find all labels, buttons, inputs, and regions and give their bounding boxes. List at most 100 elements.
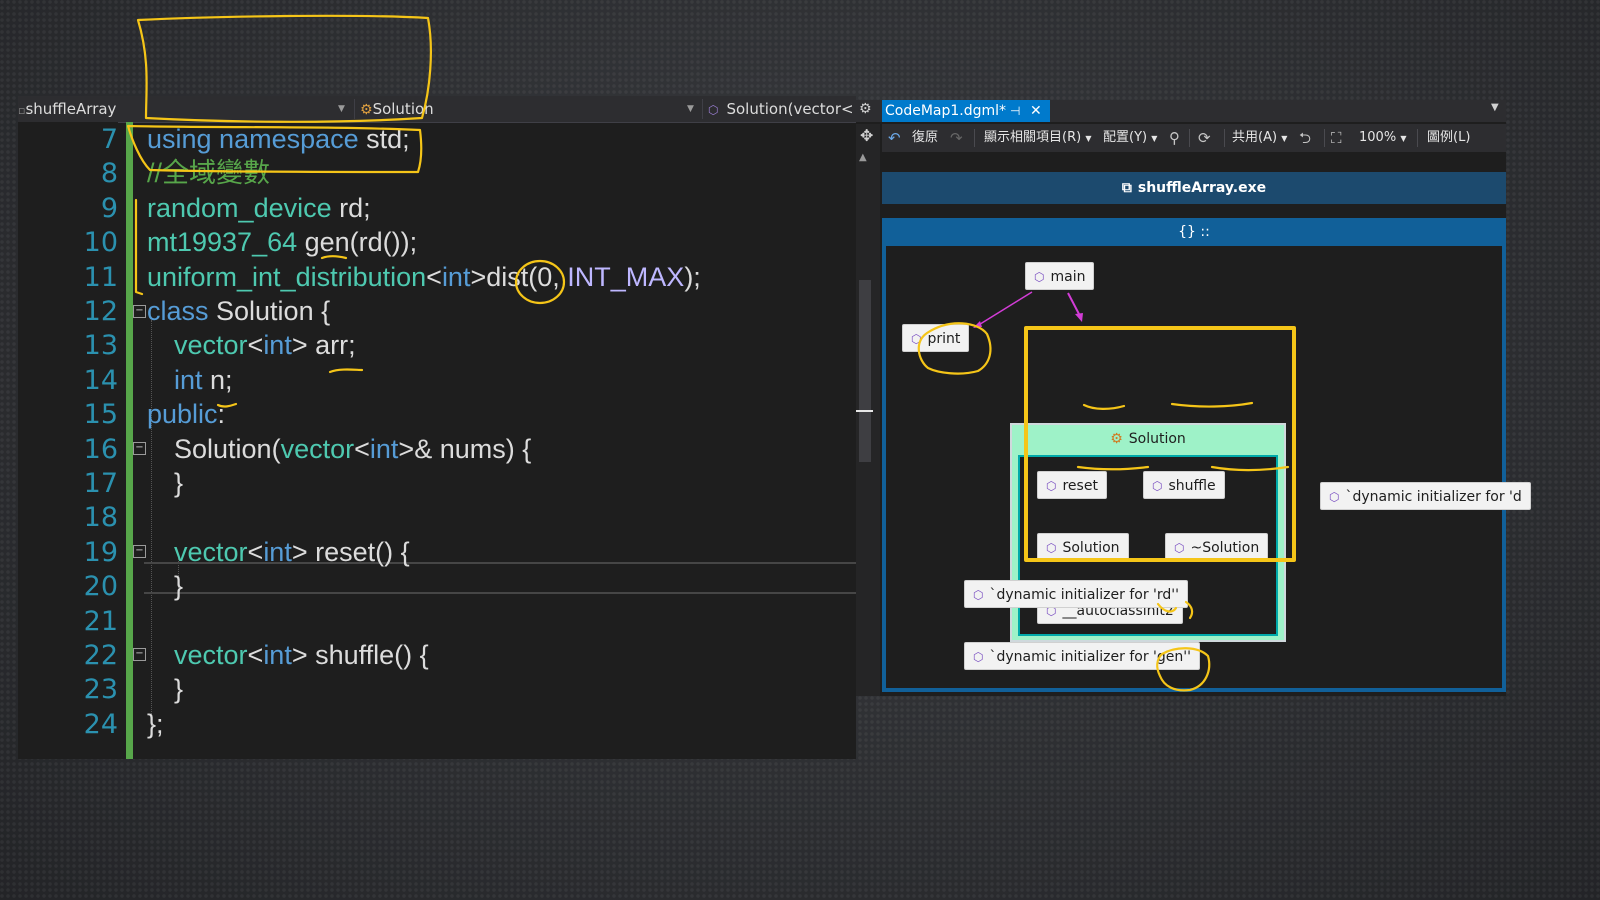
macro-name: INT_MAX xyxy=(567,261,685,292)
code-editor[interactable]: ▫shuffleArray ▼ ⚙Solution ▼ ⬡ Solution(ve… xyxy=(18,96,856,759)
code-line-19[interactable]: vector<int> reset() { xyxy=(174,535,410,570)
legend-button[interactable]: 圖例(L) xyxy=(1427,130,1471,145)
code-text: }; xyxy=(147,708,164,739)
node-dynamic-initializer-d[interactable]: ⬡ `dynamic initializer for 'd xyxy=(1320,482,1531,510)
code-line-22[interactable]: vector<int> shuffle() { xyxy=(174,638,429,673)
vertical-scrollbar[interactable] xyxy=(859,280,871,462)
zoom-to-fit-icon[interactable]: ⛶ xyxy=(1331,129,1342,147)
pin-icon[interactable]: ⊣ xyxy=(1010,104,1021,118)
chevron-down-icon[interactable]: ▼ xyxy=(687,104,694,114)
code-map-canvas[interactable]: ⧉shuffleArray.exe {} :: ⬡main ⬡print ⚙So… xyxy=(882,154,1531,696)
code-text: < xyxy=(247,536,264,567)
code-line-24[interactable]: }; xyxy=(147,707,164,742)
node-label: `dynamic initializer for 'd xyxy=(1345,489,1522,505)
node-dynamic-initializer-gen[interactable]: ⬡`dynamic initializer for 'gen'' xyxy=(964,642,1200,670)
close-icon[interactable]: ✕ xyxy=(1030,103,1042,119)
method-icon: ⬡ xyxy=(1174,541,1185,555)
code-line-16[interactable]: Solution(vector<int>& nums) { xyxy=(174,432,531,467)
code-text: ); xyxy=(684,261,701,292)
code-line-7[interactable]: using namespace std; xyxy=(147,122,410,157)
scope-dropdown[interactable]: ⚙Solution xyxy=(360,96,660,122)
code-line-12[interactable]: class Solution { xyxy=(147,294,330,329)
code-line-14[interactable]: int n; xyxy=(174,363,233,398)
code-line-10[interactable]: mt19937_64 gen(rd()); xyxy=(147,225,417,260)
type-name: vector xyxy=(174,330,248,361)
class-group-header[interactable]: ⚙Solution xyxy=(1012,425,1284,453)
method-icon: ⬡ xyxy=(708,103,719,117)
code-line-8[interactable]: //全域變數 xyxy=(147,156,270,191)
collapse-toggle[interactable]: − xyxy=(133,442,146,455)
method-icon: ⬡ xyxy=(911,332,922,346)
code-text: std; xyxy=(358,124,410,154)
nav-separator xyxy=(702,99,703,119)
tab-codemap[interactable]: CodeMap1.dgml* ⊣ ✕ xyxy=(882,100,1050,122)
keyword-class: class xyxy=(147,296,209,326)
line-number: 12 xyxy=(83,296,118,327)
code-text: Solution { xyxy=(208,296,331,326)
node-shuffle[interactable]: ⬡shuffle xyxy=(1143,471,1225,499)
scroll-up-icon[interactable]: ▲ xyxy=(859,152,867,163)
line-number: 21 xyxy=(83,605,118,637)
zoom-dropdown[interactable]: 100% ▼ xyxy=(1359,124,1406,152)
method-icon: ⬡ xyxy=(973,650,984,664)
chevron-down-icon: ▼ xyxy=(1151,134,1158,143)
comment-icon[interactable]: ⮌ xyxy=(1299,129,1312,147)
code-text: < xyxy=(247,330,264,361)
layout-button[interactable]: 配置(Y) ▼ xyxy=(1103,124,1157,152)
tab-overflow-icon[interactable]: ▼ xyxy=(1491,102,1499,113)
line-number: 23 xyxy=(83,674,118,706)
line-number: 16 xyxy=(83,433,118,465)
project-dropdown[interactable]: ▫shuffleArray xyxy=(18,96,146,122)
gear-icon[interactable]: ⚙ xyxy=(859,101,872,117)
undo-icon[interactable]: ↶ xyxy=(888,129,901,147)
code-text: } xyxy=(174,674,184,705)
node-main[interactable]: ⬡main xyxy=(1025,262,1095,290)
collapse-toggle[interactable]: − xyxy=(133,545,146,558)
code-line-11[interactable]: uniform_int_distribution<int>dist(0, INT… xyxy=(147,260,701,295)
code-line-23[interactable]: } xyxy=(174,672,183,707)
node-constructor[interactable]: ⬡Solution xyxy=(1037,533,1129,561)
show-related-button[interactable]: 顯示相關項目(R) ▼ xyxy=(984,124,1091,152)
node-destructor[interactable]: ⬡~Solution xyxy=(1165,533,1269,561)
code-line-9[interactable]: random_device rd; xyxy=(147,191,371,226)
class-group-solution[interactable]: ⚙Solution ⬡reset ⬡shuffle ⬡Solution ⬡~So… xyxy=(1010,423,1286,642)
assembly-group-header[interactable]: ⧉shuffleArray.exe xyxy=(882,172,1506,204)
method-icon: ⬡ xyxy=(1034,270,1045,284)
current-line-highlight xyxy=(144,562,856,594)
collapse-toggle[interactable]: − xyxy=(133,305,146,318)
move-icon[interactable]: ✥ xyxy=(860,126,874,145)
indent-guide xyxy=(178,558,179,592)
collapse-toggle[interactable]: − xyxy=(133,648,146,661)
node-dynamic-initializer-rd[interactable]: ⬡`dynamic initializer for 'rd'' xyxy=(964,580,1188,608)
code-line-17[interactable]: } xyxy=(174,466,183,501)
refresh-icon[interactable]: ⟳ xyxy=(1198,129,1211,147)
node-label: print xyxy=(927,331,961,347)
code-line-15[interactable]: public: xyxy=(147,397,225,432)
node-print[interactable]: ⬡ print xyxy=(902,324,970,352)
code-text: } xyxy=(174,571,184,602)
method-icon: ⬡ xyxy=(1046,541,1057,555)
namespace-group[interactable]: {} :: ⬡main ⬡print ⚙Solution ⬡reset ⬡shu… xyxy=(882,218,1531,696)
member-dropdown[interactable]: ⬡ Solution(vector< xyxy=(708,96,856,122)
method-icon: ⬡ xyxy=(1329,490,1340,504)
keyword-int: int xyxy=(369,433,399,464)
indent-guide xyxy=(151,320,152,732)
method-icon: ⬡ xyxy=(1152,479,1163,493)
code-line-20[interactable]: } xyxy=(174,569,183,604)
code-line-13[interactable]: vector<int> arr; xyxy=(174,328,356,363)
node-reset[interactable]: ⬡reset xyxy=(1037,471,1107,499)
redo-icon[interactable]: ↷ xyxy=(950,129,963,147)
share-button[interactable]: 共用(A) ▼ xyxy=(1232,124,1287,152)
type-name: random_device xyxy=(147,192,332,223)
line-number: 10 xyxy=(83,227,118,259)
chevron-down-icon[interactable]: ▼ xyxy=(338,104,345,114)
code-text: rd; xyxy=(331,192,371,223)
nav-separator xyxy=(354,99,355,119)
namespace-group-header[interactable]: {} :: xyxy=(882,218,1506,246)
line-number: 24 xyxy=(83,708,118,740)
line-number: 9 xyxy=(100,192,118,224)
undo-button[interactable]: 復原 xyxy=(912,130,939,145)
toolbar-separator xyxy=(1224,129,1225,147)
member-dropdown-label: Solution(vector< xyxy=(726,100,854,118)
filter-icon[interactable]: ⚲ xyxy=(1169,129,1180,147)
